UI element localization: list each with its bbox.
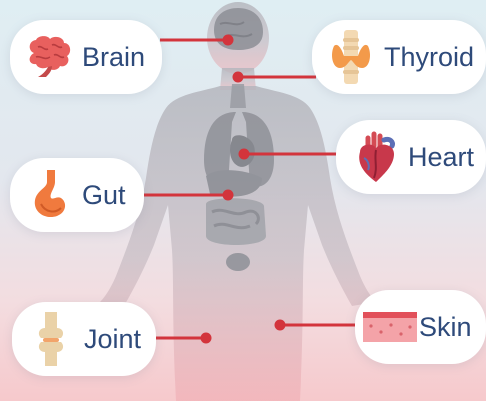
skin-label-card: Skin bbox=[355, 290, 486, 364]
brain-icon bbox=[22, 30, 76, 84]
thyroid-icon bbox=[324, 30, 378, 84]
knee-joint-icon bbox=[24, 312, 78, 366]
connector-dot-heart bbox=[239, 149, 250, 160]
skin-label: Skin bbox=[419, 312, 472, 343]
connector-dot-thyroid bbox=[233, 72, 244, 83]
thyroid-label-card: Thyroid bbox=[312, 20, 486, 94]
brain-label: Brain bbox=[82, 42, 145, 73]
thyroid-label: Thyroid bbox=[384, 42, 474, 73]
connector-dot-brain bbox=[223, 35, 234, 46]
joint-label: Joint bbox=[84, 324, 141, 355]
stomach-icon bbox=[22, 168, 76, 222]
heart-icon bbox=[348, 130, 402, 184]
gut-label: Gut bbox=[82, 180, 126, 211]
skin-layers-icon bbox=[363, 300, 417, 354]
connector-dot-skin bbox=[275, 320, 286, 331]
heart-label-card: Heart bbox=[336, 120, 486, 194]
gut-label-card: Gut bbox=[10, 158, 144, 232]
connector-dot-joint bbox=[201, 333, 212, 344]
brain-label-card: Brain bbox=[10, 20, 162, 94]
joint-label-card: Joint bbox=[12, 302, 156, 376]
heart-label: Heart bbox=[408, 142, 474, 173]
connector-dot-gut bbox=[223, 190, 234, 201]
